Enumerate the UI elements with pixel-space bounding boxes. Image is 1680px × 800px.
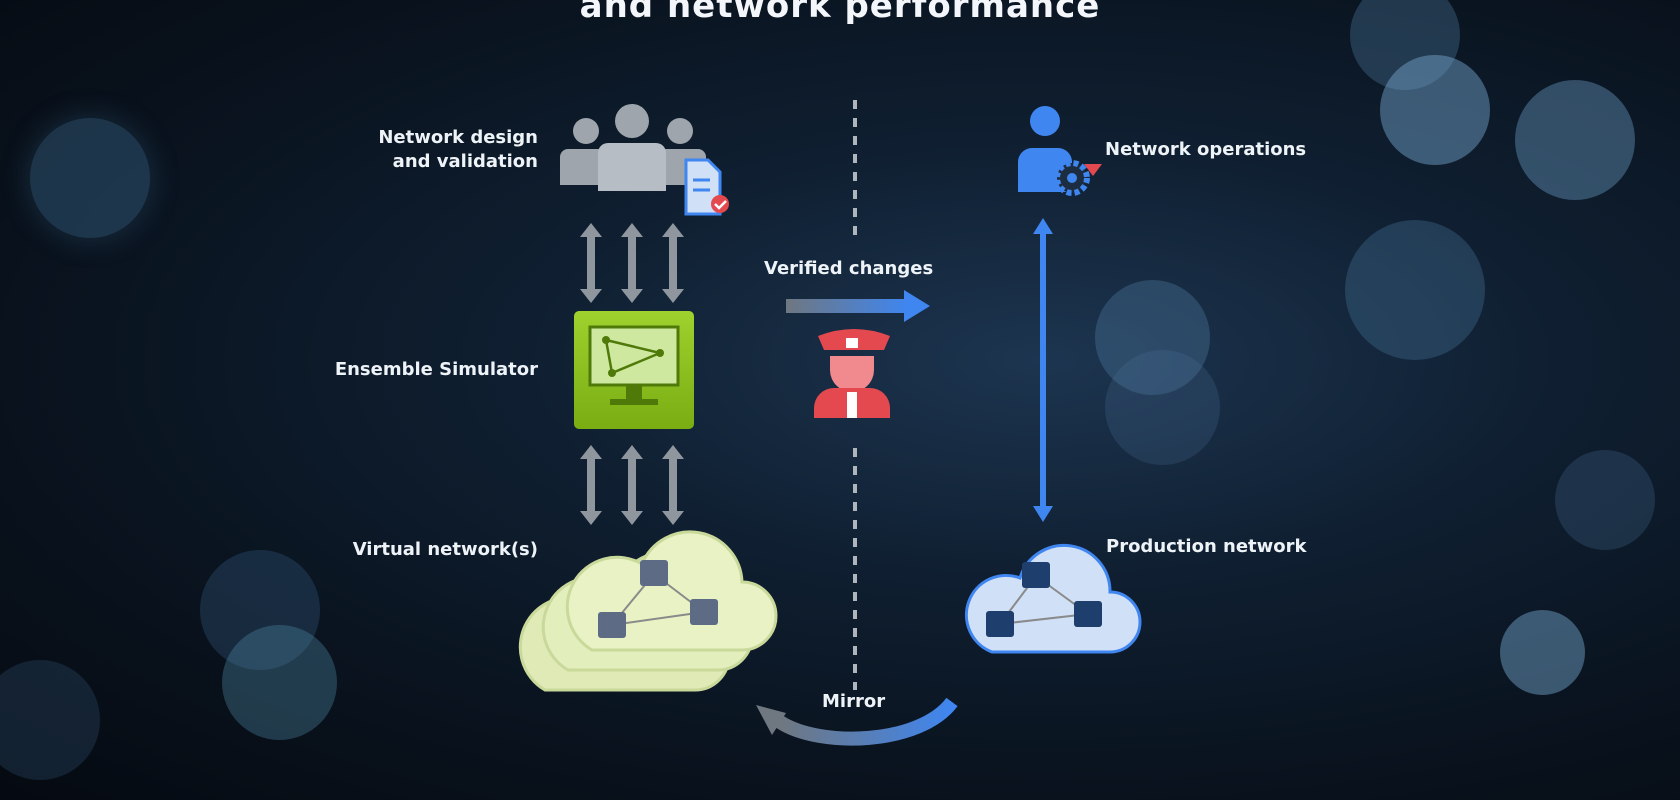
simulator-label: Ensemble Simulator (334, 359, 538, 380)
design-sim-arrows (580, 223, 684, 303)
monitor-icon (574, 311, 694, 429)
guard-icon (814, 329, 890, 418)
verified-changes-arrow (786, 290, 930, 322)
production-cloud-icon (964, 543, 1142, 654)
design-label-line1: Network design (378, 127, 538, 148)
diagram-title: and network performance (579, 0, 1101, 26)
sim-virtual-arrows (580, 445, 684, 525)
document-check-icon (684, 158, 729, 216)
cloud-network-icon (518, 530, 778, 692)
design-label: Network design and validation (340, 126, 538, 174)
verified-changes-label: Verified changes (764, 258, 934, 279)
operations-label: Network operations (1105, 139, 1307, 160)
design-label-line2: and validation (392, 151, 538, 172)
operations-production-arrow (1033, 218, 1053, 522)
virtual-network-label: Virtual network(s) (352, 539, 538, 560)
production-label: Production network (1106, 536, 1307, 557)
team-icon (560, 104, 706, 191)
operator-gear-icon (1018, 106, 1102, 196)
mirror-label: Mirror (822, 691, 886, 712)
mirror-arrow (756, 697, 958, 746)
